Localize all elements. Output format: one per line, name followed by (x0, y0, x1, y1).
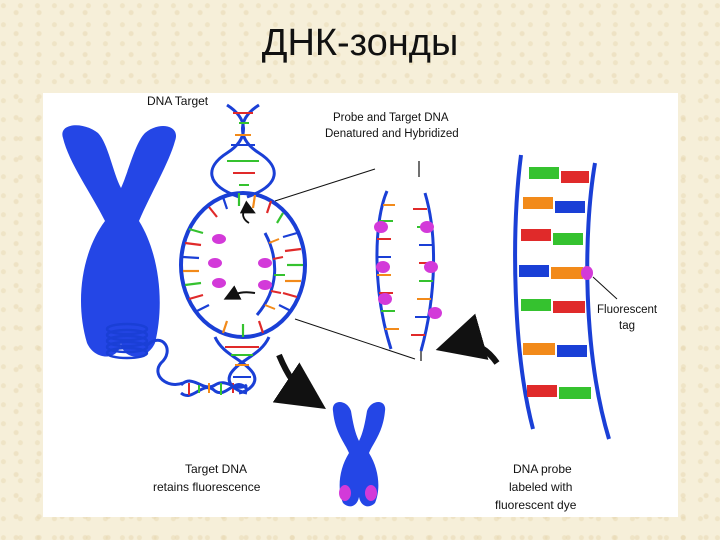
small-chromosome-icon (332, 402, 386, 507)
probe-labeled-label-line2: labeled with (509, 480, 572, 494)
probe-to-target-arrow-icon (435, 313, 500, 365)
figure-panel: DNA Target (43, 93, 678, 517)
fluor-dots-zoomed (374, 221, 442, 319)
fluorescent-tag-label-line1: Fluorescent (597, 304, 658, 316)
dna-target-label: DNA Target (147, 94, 209, 108)
fluorescent-tag-pointer (592, 276, 618, 300)
hybridize-arrow-icon (223, 285, 256, 300)
fish-diagram: DNA Target (62, 94, 658, 512)
target-retains-label-line2: retains fluorescence (153, 480, 261, 494)
target-dna-helix-bottom (213, 336, 271, 395)
fluorescent-tag-label-line2: tag (619, 320, 635, 332)
probe-labeled-label-line3: fluorescent dye (495, 498, 577, 512)
chromosome-icon (62, 125, 184, 386)
rotation-arrow-icon (239, 200, 256, 224)
dna-probe-ladder (513, 154, 611, 440)
target-retains-label-line1: Target DNA (185, 462, 247, 476)
fluorescent-tag-dot (581, 266, 593, 280)
zoom-lines (274, 168, 416, 360)
target-dna-helix (210, 103, 276, 199)
zoomed-hybrid-strands (375, 190, 436, 352)
probe-hybridized-label-line2: Denatured and Hybridized (325, 128, 459, 140)
denatured-dna-loop (179, 191, 307, 339)
probe-labeled-label-line1: DNA probe (513, 462, 572, 476)
curved-arrow-icon (272, 353, 326, 409)
slide-title: ДНК-зонды (261, 22, 459, 64)
probe-hybridized-label-line1: Probe and Target DNA (333, 112, 449, 124)
fluor-dots-loop (208, 234, 272, 290)
